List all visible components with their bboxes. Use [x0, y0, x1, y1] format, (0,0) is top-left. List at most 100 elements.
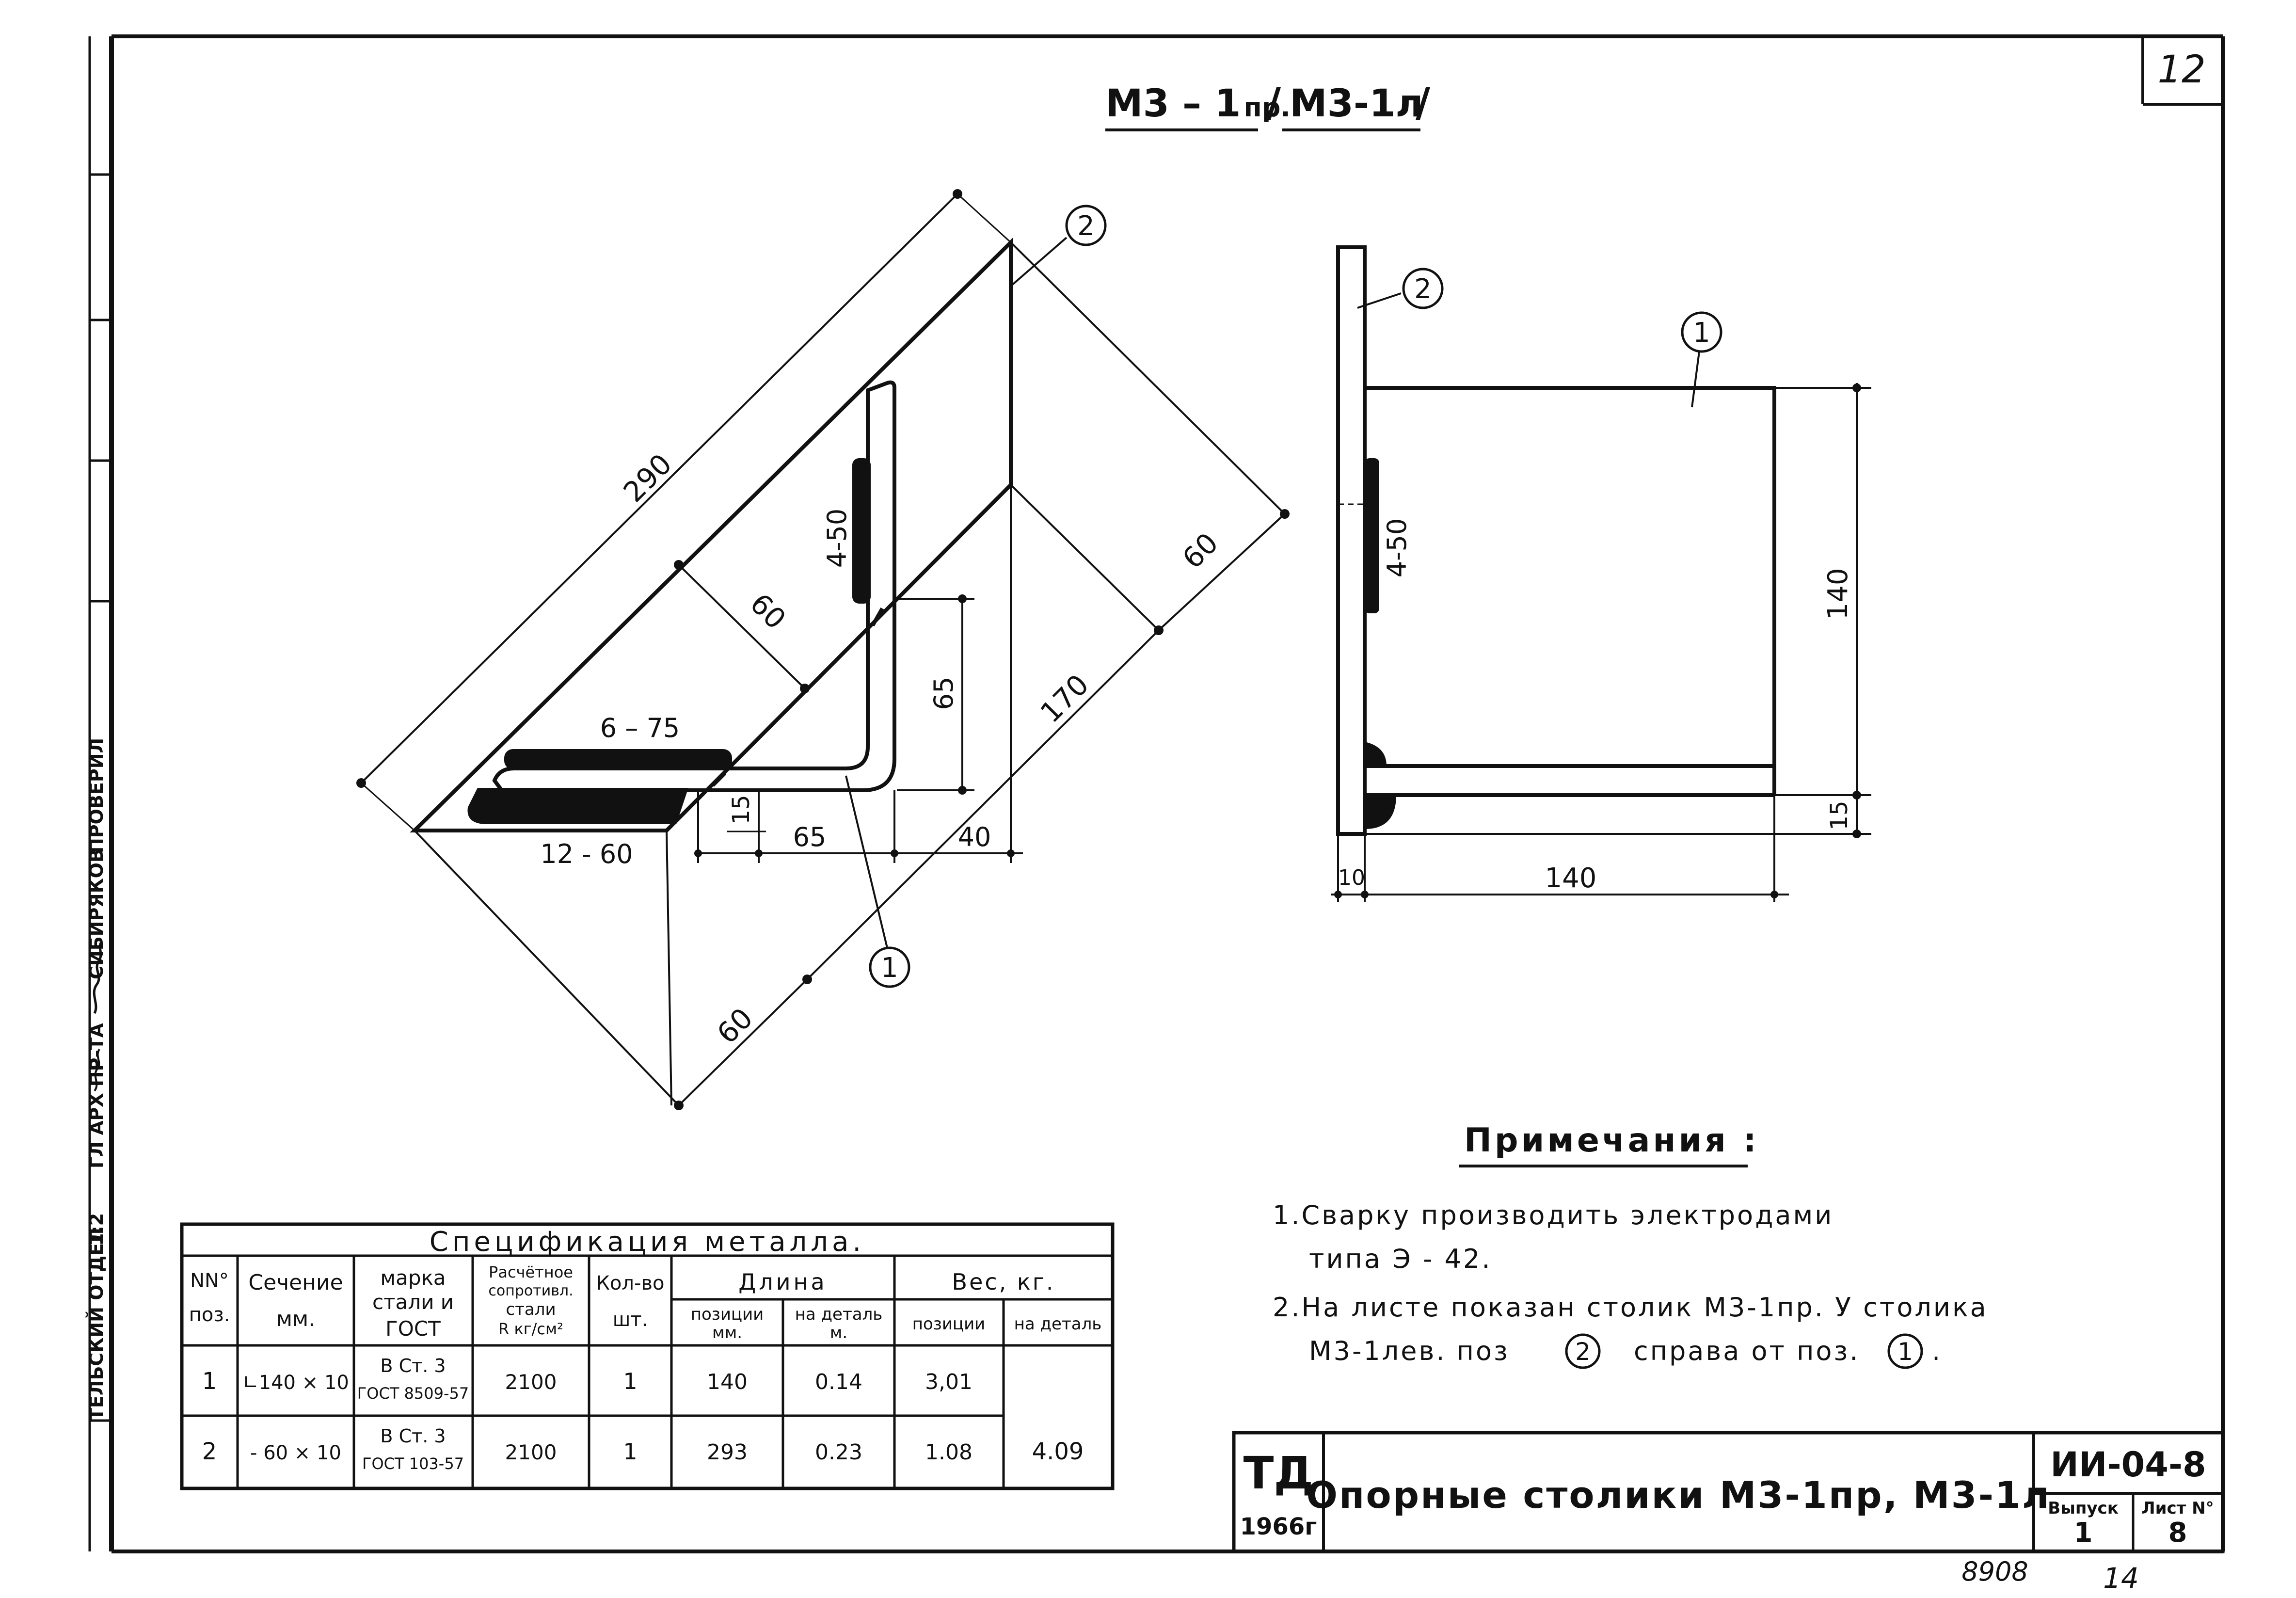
weld-12-60	[467, 788, 688, 824]
pos-2-iso: 2	[1077, 210, 1095, 242]
tb-issue: 1	[2074, 1517, 2093, 1549]
th-length-det-a: на деталь	[795, 1305, 883, 1324]
side-strip-dept: ТЕЛЬСКИЙ ОТДЕЛ	[86, 1228, 107, 1421]
notes-pos-1: 1	[1897, 1338, 1913, 1366]
dim-60-b: 60	[1176, 527, 1225, 575]
th-section-b: мм.	[276, 1307, 315, 1331]
cell-grade-a: В Ст. 3	[380, 1425, 446, 1447]
dim-60-a: 60	[744, 587, 792, 636]
side-strip: ПРОВЕРИЛ СИБИРЯКОВ ГЛ АРХ ПР-ТА 1:2 ТЕЛЬ…	[86, 738, 107, 1421]
cell-grade-b: ГОСТ 8509-57	[357, 1384, 469, 1403]
cell-len-pos: 140	[707, 1370, 748, 1394]
signature-mark-2	[94, 1048, 100, 1092]
th-length: Длина	[738, 1269, 828, 1295]
dim-290: 290	[617, 447, 678, 509]
cell-resist: 2100	[505, 1370, 557, 1394]
side-strip-scale: 1:2	[86, 1213, 107, 1246]
side-weld-label: 4-50	[1382, 518, 1412, 578]
th-qty-b: шт.	[613, 1309, 648, 1331]
cell-grade-a: В Ст. 3	[380, 1355, 446, 1376]
pos-2-side: 2	[1414, 273, 1432, 305]
title-alt: М3-1л	[1290, 82, 1423, 126]
sheet-number-box: 12	[2141, 36, 2223, 106]
th-pos-b: поз.	[189, 1304, 230, 1326]
iso-view: 290 60 60 170 60 65	[356, 189, 1290, 1110]
notes-line-2b-b: справа от поз.	[1634, 1336, 1860, 1366]
th-grade-a: марка	[380, 1266, 446, 1290]
th-grade-c: ГОСТ	[385, 1317, 441, 1341]
cell-total-weight: 4.09	[1032, 1438, 1084, 1465]
cell-qty: 1	[623, 1368, 637, 1394]
cell-qty: 1	[623, 1438, 637, 1465]
cell-pos: 1	[202, 1368, 217, 1395]
notes-line-1: 1.Сварку производить электродами	[1273, 1200, 1834, 1230]
th-resist-d: R кг/см²	[498, 1320, 563, 1338]
cell-w-pos: 3,01	[925, 1370, 973, 1394]
pos-1-side: 1	[1693, 317, 1710, 349]
notes: Примечания : 1.Сварку производить электр…	[1273, 1121, 1988, 1369]
pos-2-callout-side	[1402, 268, 1444, 309]
side-dim-15: 15	[1826, 800, 1853, 830]
cell-pos: 2	[202, 1438, 217, 1465]
side-weld-top	[1365, 742, 1387, 766]
cell-grade-b: ГОСТ 103-57	[362, 1454, 464, 1473]
spec-table: Спецификация металла. NN° поз. Сечение м…	[180, 1222, 1115, 1490]
side-view: 140 15 10 140 4-50 2 1	[1331, 245, 1871, 902]
th-resist-a: Расчётное	[489, 1263, 573, 1281]
notes-pos-2-circle	[1565, 1333, 1601, 1369]
title-slash-2: /	[1416, 80, 1430, 126]
side-strip-checked: ПРОВЕРИЛ	[86, 738, 107, 853]
weld-label-6-75: 6 – 75	[600, 713, 680, 743]
sheet-frame	[88, 34, 2225, 1553]
notes-line-2b-end: .	[1932, 1336, 1940, 1366]
spec-title: Спецификация металла.	[430, 1226, 865, 1258]
cell-len-pos: 293	[707, 1440, 748, 1465]
cell-len-det: 0.14	[815, 1370, 862, 1394]
table-row: 1 ∟140 × 10 В Ст. 3 ГОСТ 8509-57 2100 1 …	[202, 1355, 973, 1403]
tb-name: Опорные столики М3-1пр, М3-1л	[1306, 1473, 2050, 1517]
cell-w-pos: 1.08	[925, 1440, 973, 1465]
notes-line-2b-a: М3-1лев. поз	[1309, 1336, 1510, 1366]
title-main-sub: пр.	[1244, 92, 1290, 123]
th-weight-pos: позиции	[912, 1314, 986, 1334]
notes-pos-2: 2	[1575, 1338, 1591, 1366]
th-resist-b: сопротивл.	[488, 1282, 573, 1299]
notes-line-2: 2.На листе показан столик М3-1пр. У стол…	[1273, 1292, 1988, 1323]
dim-170: 170	[1034, 668, 1095, 729]
th-pos-a: NN°	[190, 1270, 229, 1292]
pos-1-callout-side	[1681, 311, 1722, 353]
page-number: 14	[2103, 1562, 2139, 1595]
tb-sheet-label: Лист N°	[2141, 1499, 2214, 1518]
title-block: ТД 1966г Опорные столики М3-1пр, М3-1л И…	[1232, 1431, 2225, 1553]
pos-1-iso: 1	[881, 952, 898, 984]
side-strip-name: СИБИРЯКОВ	[86, 848, 107, 979]
th-qty-a: Кол-во	[596, 1272, 665, 1294]
dim-15: 15	[728, 795, 755, 824]
archive-number: 8908	[1961, 1556, 2028, 1587]
bottom-numbers: 8908 14	[1961, 1556, 2139, 1595]
weld-6-75	[504, 749, 732, 769]
th-resist-c: стали	[506, 1300, 556, 1319]
th-grade-b: стали и	[372, 1290, 454, 1314]
notes-heading: Примечания :	[1464, 1121, 1759, 1160]
cell-resist: 2100	[505, 1440, 557, 1464]
th-length-det-b: м.	[830, 1323, 847, 1342]
table-row: 2 - 60 × 10 В Ст. 3 ГОСТ 103-57 2100 1 2…	[202, 1425, 973, 1473]
sheet-number: 12	[2157, 48, 2205, 92]
title-slash-1: /	[1266, 80, 1281, 126]
th-weight-det: на деталь	[1014, 1314, 1102, 1334]
dim-65-h: 65	[793, 822, 827, 852]
notes-line-1b: типа Э - 42.	[1309, 1244, 1492, 1274]
side-weld-bottom	[1365, 795, 1396, 829]
th-length-pos-b: мм.	[712, 1323, 742, 1342]
side-dim-10: 10	[1338, 865, 1365, 890]
th-section-a: Сечение	[248, 1270, 343, 1295]
side-weld-4-50	[1365, 458, 1379, 613]
tb-code: ИИ-04-8	[2050, 1445, 2206, 1485]
weld-label-4-50: 4-50	[822, 509, 852, 568]
pos-1-callout-iso	[869, 946, 910, 988]
signature-mark	[93, 941, 103, 1014]
tb-org: ТД	[1244, 1447, 1314, 1499]
